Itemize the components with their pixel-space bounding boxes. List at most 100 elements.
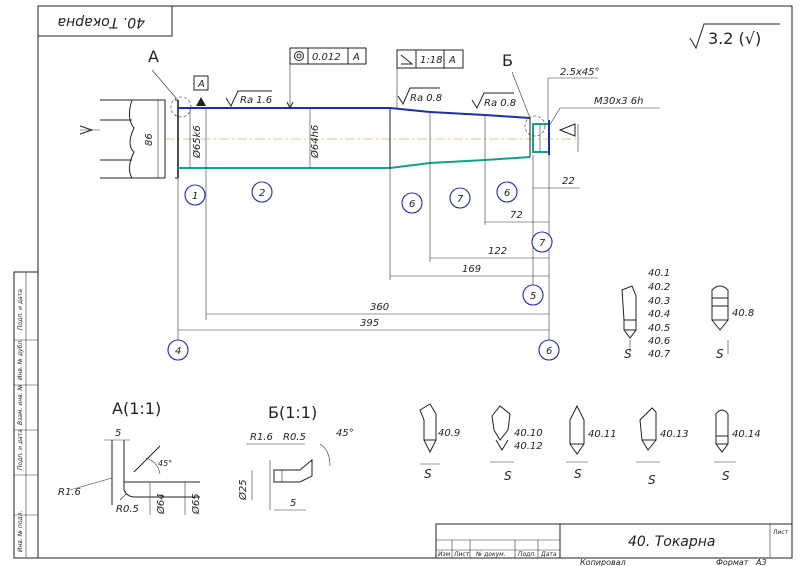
surface-6a: 6 xyxy=(401,192,423,214)
general-roughness: 3.2 (√) xyxy=(708,29,761,48)
svg-text:40.1: 40.1 xyxy=(648,268,670,279)
dim-360: 360 xyxy=(370,302,389,313)
stamp-sheet: Лист xyxy=(772,529,789,536)
side-strip-label-2: Инв. № дубл. xyxy=(17,339,24,380)
corner-title-box xyxy=(37,5,173,37)
svg-text:40.6: 40.6 xyxy=(648,336,670,347)
tool-40-11-icon xyxy=(569,404,585,445)
roughness-ra16: Ra 1.6 xyxy=(240,95,272,106)
tool-40-14-icon xyxy=(715,409,729,437)
surface-6b: 6 xyxy=(496,181,518,203)
roughness-ra08-b: Ra 0.8 xyxy=(484,98,516,109)
dim-122: 122 xyxy=(488,246,507,257)
detail-b-r05: R0.5 xyxy=(283,432,306,443)
surface-7b: 7 xyxy=(531,231,553,253)
tool-40-8-feed: S xyxy=(716,347,724,361)
dim-86: 86 xyxy=(144,133,155,146)
chuck-jaw xyxy=(100,99,166,179)
tool-40-13-icon xyxy=(639,407,657,441)
runout-icon xyxy=(294,51,304,61)
format-value: A3 xyxy=(755,558,767,566)
view-a-title: А(1:1) xyxy=(112,399,161,418)
svg-text:2: 2 xyxy=(259,188,265,199)
frame-border xyxy=(37,5,793,559)
dim-169: 169 xyxy=(462,264,481,275)
tool-40-12: 40.12 xyxy=(514,441,543,452)
detail-a-r16: R1.6 xyxy=(58,487,81,498)
roughness-ra08-b-icon xyxy=(471,92,514,110)
detail-a-profile xyxy=(123,489,200,498)
dim-22: 22 xyxy=(562,176,575,187)
thread-section xyxy=(532,123,550,153)
tool-40-8-icon xyxy=(711,285,729,307)
view-a-letter: А xyxy=(148,47,159,66)
side-strip-label-1: Подп. и дата xyxy=(17,289,24,330)
stamp-col-1: Изм xyxy=(438,551,451,558)
detail-a-d64: Ø64 xyxy=(155,493,167,515)
detail-b-r16: R1.6 xyxy=(250,432,273,443)
dim-64h6: Ø64h6 xyxy=(309,125,321,159)
taper-frame xyxy=(396,49,464,69)
taper-base: A xyxy=(448,55,456,66)
stamp-col-3: № докум. xyxy=(475,551,506,558)
dim-chamfer: 2.5x45° xyxy=(560,67,600,78)
tool-40-10-feed: S xyxy=(504,469,512,483)
side-strip-label-4: Подп. и дата xyxy=(17,429,24,470)
dim-395: 395 xyxy=(360,318,379,329)
tool-40-14-feed: S xyxy=(722,469,730,483)
roughness-ra08-a: Ra 0.8 xyxy=(410,93,442,104)
tool-40-8: 40.8 xyxy=(732,308,754,319)
tool-40-9-feed: S xyxy=(424,467,432,481)
surface-1: 1 xyxy=(184,184,206,206)
general-roughness-icon xyxy=(689,23,780,50)
tool-40-11: 40.11 xyxy=(588,429,617,440)
detail-a-r05: R0.5 xyxy=(116,504,139,515)
runout-base: A xyxy=(352,52,360,63)
svg-text:40.7: 40.7 xyxy=(648,349,671,360)
surface-7a: 7 xyxy=(449,187,471,209)
detail-a-s: 5 xyxy=(115,428,121,439)
tool-list: 40.1 40.2 40.3 40.4 40.5 40.6 40.7 xyxy=(648,268,671,360)
dim-thread: M30x3 6h xyxy=(594,96,644,107)
stamp-col-4: Подп. xyxy=(518,551,536,558)
surface-5: 5 xyxy=(522,284,544,306)
taper-value: 1:18 xyxy=(420,55,442,66)
view-b-title: Б(1:1) xyxy=(268,403,317,422)
svg-text:5: 5 xyxy=(530,291,536,302)
view-b-letter: Б xyxy=(502,51,513,70)
thread-arrow-icon xyxy=(558,123,576,137)
svg-text:40.5: 40.5 xyxy=(648,323,670,334)
tool-40-9-icon xyxy=(419,403,437,441)
tool-list-feed: S xyxy=(624,347,632,361)
tool-40-1-icon xyxy=(621,285,637,321)
title-stamp xyxy=(435,523,793,559)
svg-text:1: 1 xyxy=(192,191,198,202)
tool-40-10: 40.10 xyxy=(514,428,543,439)
detail-a-d65: Ø65 xyxy=(190,493,202,515)
datum-letter: A xyxy=(197,79,205,90)
view-a-circle xyxy=(170,96,192,118)
svg-text:7: 7 xyxy=(457,194,464,205)
format-label: Формат xyxy=(716,558,749,566)
tool-40-9: 40.9 xyxy=(438,428,460,439)
stamp-col-5: Дата xyxy=(540,551,557,558)
corner-title: 40. Токарна xyxy=(58,14,146,30)
svg-text:6: 6 xyxy=(409,199,415,210)
datum-box xyxy=(193,75,209,91)
svg-text:7: 7 xyxy=(539,238,546,249)
datum-triangle-icon xyxy=(196,97,206,106)
runout-frame xyxy=(289,47,367,65)
tool-40-11-feed: S xyxy=(574,467,582,481)
runout-value: 0.012 xyxy=(312,52,341,63)
side-strip-label-3: Взам. инв. № xyxy=(17,384,24,425)
tool-40-10-icon xyxy=(491,405,511,441)
tool-40-14: 40.14 xyxy=(732,429,761,440)
copied-label: Копировал xyxy=(580,558,626,566)
dim-65k6: Ø65k6 xyxy=(191,125,203,159)
detail-b-profile xyxy=(273,458,313,483)
detail-a-angle: 45° xyxy=(158,459,172,468)
roughness-ra08-a-icon xyxy=(397,87,440,106)
taper-icon xyxy=(400,54,414,65)
side-strip-label-5: Инв. № подл. xyxy=(17,511,24,552)
